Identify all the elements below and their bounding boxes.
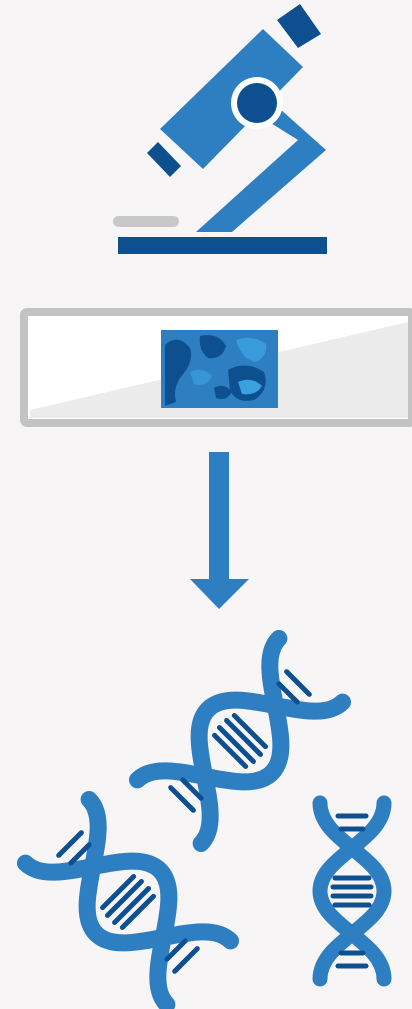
microscope-icon (113, 4, 327, 254)
microscope-eyepiece (147, 142, 181, 177)
microscope-base (118, 237, 327, 254)
microscope-stage-gray-bar (113, 216, 179, 227)
tissue-sample (161, 330, 278, 408)
tissue-slide-icon (24, 312, 412, 423)
microscope-top-knob (277, 4, 321, 48)
arrow-head (190, 579, 249, 609)
microscope-focus-knob (237, 83, 277, 123)
down-arrow-icon (190, 452, 249, 609)
dna-helix-upper (137, 638, 342, 843)
dna-strands-icon (25, 638, 384, 1004)
dna-helix-right (320, 803, 384, 979)
arrow-shaft (209, 452, 229, 584)
